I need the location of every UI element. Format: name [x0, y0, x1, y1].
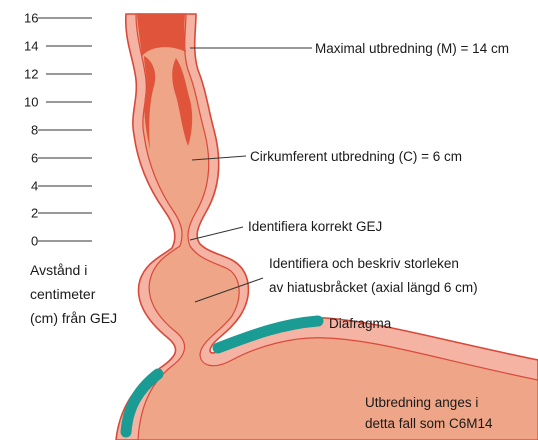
- distance-scale: 16 14 12 10 8 6 4 2 0: [24, 11, 92, 249]
- tick-label-12: 12: [24, 67, 38, 82]
- label-diaphragm: Diafragma: [329, 316, 392, 331]
- label-hernia-line-1: Identifiera och beskriv storleken: [269, 256, 459, 271]
- scale-caption-line-2: centimeter: [30, 286, 96, 302]
- label-maximal-extent: Maximal utbredning (M) = 14 cm: [315, 41, 509, 56]
- scale-caption-line-3: (cm) från GEJ: [30, 310, 117, 326]
- tick-label-0: 0: [31, 234, 38, 249]
- tick-label-14: 14: [24, 39, 38, 54]
- tick-label-6: 6: [31, 151, 38, 166]
- label-summary-line-1: Utbredning anges i: [365, 395, 478, 410]
- label-summary-line-2: detta fall som C6M14: [365, 416, 493, 431]
- tick-label-4: 4: [31, 179, 38, 194]
- tick-label-10: 10: [24, 95, 38, 110]
- tick-label-2: 2: [31, 206, 38, 221]
- label-circumferential-extent: Cirkumferent utbredning (C) = 6 cm: [250, 149, 462, 164]
- scale-caption: Avstånd i centimeter (cm) från GEJ: [30, 262, 117, 326]
- tick-label-8: 8: [31, 123, 38, 138]
- scale-caption-line-1: Avstånd i: [30, 262, 87, 278]
- label-hernia-line-2: av hiatusbråcket (axial längd 6 cm): [269, 280, 478, 295]
- tick-label-16: 16: [24, 11, 38, 26]
- label-identify-gej: Identifiera korrekt GEJ: [248, 219, 382, 234]
